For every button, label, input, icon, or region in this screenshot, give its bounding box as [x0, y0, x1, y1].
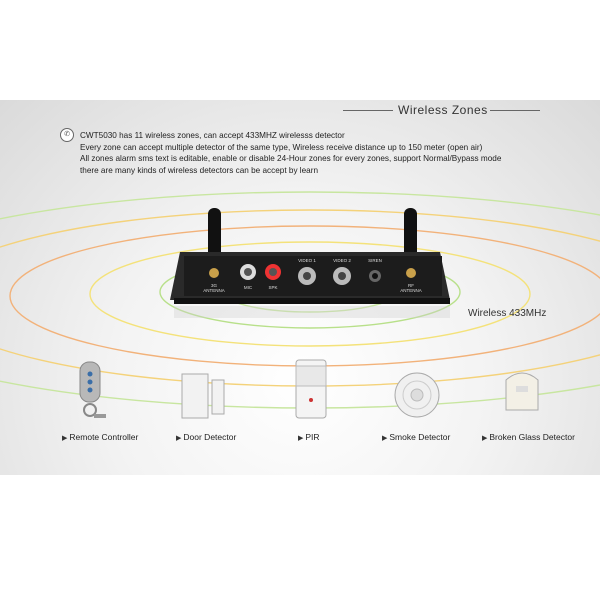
detector-label: ▶Smoke Detector — [382, 432, 451, 442]
detector-label: ▶PIR — [298, 432, 320, 442]
description-line: CWT5030 has 11 wireless zones, can accep… — [80, 131, 345, 140]
pir-sensor-icon — [295, 359, 327, 419]
video2-port — [338, 272, 346, 280]
svg-text:ANTENNA: ANTENNA — [400, 288, 422, 293]
label-spk: SPK — [268, 285, 277, 290]
door-detector-icon — [181, 373, 225, 419]
label-mic: MIC — [244, 285, 253, 290]
description-line: All zones alarm sms text is editable, en… — [80, 154, 502, 163]
ring — [89, 241, 531, 347]
broken-glass-detector-icon — [505, 372, 539, 411]
description: CWT5030 has 11 wireless zones, can accep… — [80, 130, 590, 176]
arrow-icon: ▶ — [298, 435, 304, 442]
label-3g: 3G — [211, 283, 218, 288]
arrow-icon: ▶ — [62, 435, 68, 442]
label-video1: VIDEO 1 — [298, 258, 316, 263]
arrow-icon: ▶ — [482, 435, 488, 442]
info-icon: ✆ — [60, 128, 74, 142]
description-line: there are many kinds of wireless detecto… — [80, 165, 319, 175]
alarm-device: 3G ANTENNA MIC SPK VIDEO 1 VIDEO 2 SIREN… — [170, 208, 450, 318]
label-siren: SIREN — [368, 258, 382, 263]
svg-text:ANTENNA: ANTENNA — [203, 288, 225, 293]
title-line-right — [490, 110, 540, 111]
video1-port — [303, 272, 311, 280]
detector-label: ▶Door Detector — [176, 432, 237, 442]
label-video2: VIDEO 2 — [333, 258, 351, 263]
smoke-detector-icon — [394, 372, 440, 418]
remote-controller-icon — [79, 361, 106, 418]
description-line: Every zone can accept multiple detector … — [80, 142, 483, 152]
arrow-icon: ▶ — [382, 435, 388, 442]
section-title: Wireless Zones — [398, 103, 488, 117]
mic-port — [244, 268, 252, 276]
label-rf: RF — [408, 283, 414, 288]
arrow-icon: ▶ — [176, 435, 182, 442]
detector-label: ▶Remote Controller — [62, 432, 139, 442]
device-caption: Wireless 433MHz — [468, 308, 547, 319]
antenna-port-left — [209, 268, 219, 278]
siren-port — [372, 273, 378, 279]
detector-label: ▶Broken Glass Detector — [482, 432, 575, 442]
spk-port — [269, 268, 277, 276]
antenna-port-right — [406, 268, 416, 278]
title-line-left — [343, 110, 393, 111]
